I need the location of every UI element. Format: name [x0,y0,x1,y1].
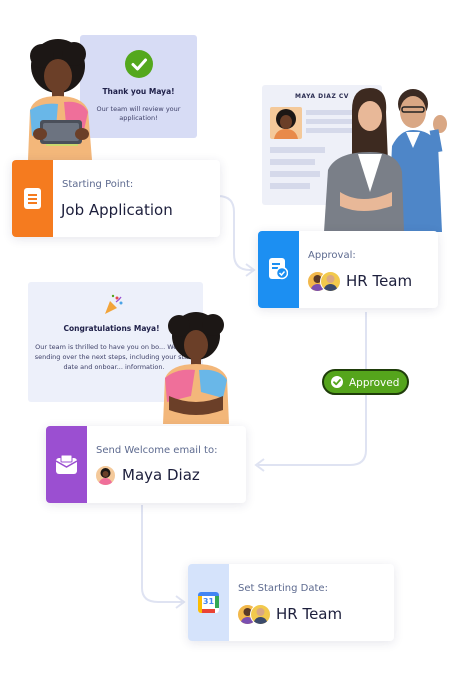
candidate-photo-tablet [20,38,100,160]
step-starting-date-strip: 31 [188,564,229,641]
cv-line [306,110,366,115]
step-welcome-email-value: Maya Diaz [122,466,200,484]
cv-title: MAYA DIAZ CV [295,93,349,100]
document-icon [24,188,41,213]
step-approval[interactable]: Approval: HR Team [258,231,438,308]
congrats-title: Congratulations Maya! [63,324,160,333]
approved-badge: Approved [322,369,409,395]
step-approval-label: Approval: [308,250,356,261]
step-job-application[interactable]: Starting Point: Job Application [12,160,220,237]
cv-line [270,183,310,189]
congrats-text: Our team is thrilled to have you on bo..… [34,343,194,371]
connector-job-to-approval [217,195,252,271]
step-starting-date-label: Set Starting Date: [238,583,328,594]
candidate-photo-arms-crossed [161,312,231,424]
step-welcome-email-strip [46,426,87,503]
arrow-head-email [254,458,265,472]
email-icon [55,454,78,478]
approved-label: Approved [349,377,400,389]
step-approval-value: HR Team [346,272,413,290]
approval-document-icon [269,258,289,284]
party-popper-icon [102,294,124,320]
step-approval-strip [258,231,299,308]
step-starting-date-value: HR Team [276,605,343,623]
cv-line [306,128,361,133]
cv-line [270,171,320,177]
cv-line [270,147,325,153]
avatar [250,604,271,625]
connector-email-to-date [141,505,182,603]
avatar [95,465,116,486]
step-starting-date[interactable]: 31 Set Starting Date: HR Team [188,564,394,641]
step-welcome-email-label: Send Welcome email to: [96,445,218,456]
calendar-icon: 31 [198,592,219,613]
cv-line [306,119,356,124]
hr-team-photo [322,82,452,232]
arrow-head-approval [245,263,256,277]
arrow-head-date [175,595,186,609]
cv-photo [270,107,302,139]
check-icon [331,376,343,388]
check-icon [125,50,153,78]
calendar-day: 31 [202,597,215,606]
step-job-application-strip [12,160,53,237]
thank-you-text: Our team will review your application! [96,105,181,122]
cv-line [270,159,315,165]
thank-you-title: Thank you Maya! [102,87,175,96]
step-welcome-email[interactable]: Send Welcome email to: Maya Diaz [46,426,246,503]
avatar [320,271,341,292]
step-job-application-value: Job Application [61,201,173,219]
thank-you-card: Thank you Maya! Our team will review you… [80,35,197,138]
step-job-application-label: Starting Point: [62,179,134,190]
